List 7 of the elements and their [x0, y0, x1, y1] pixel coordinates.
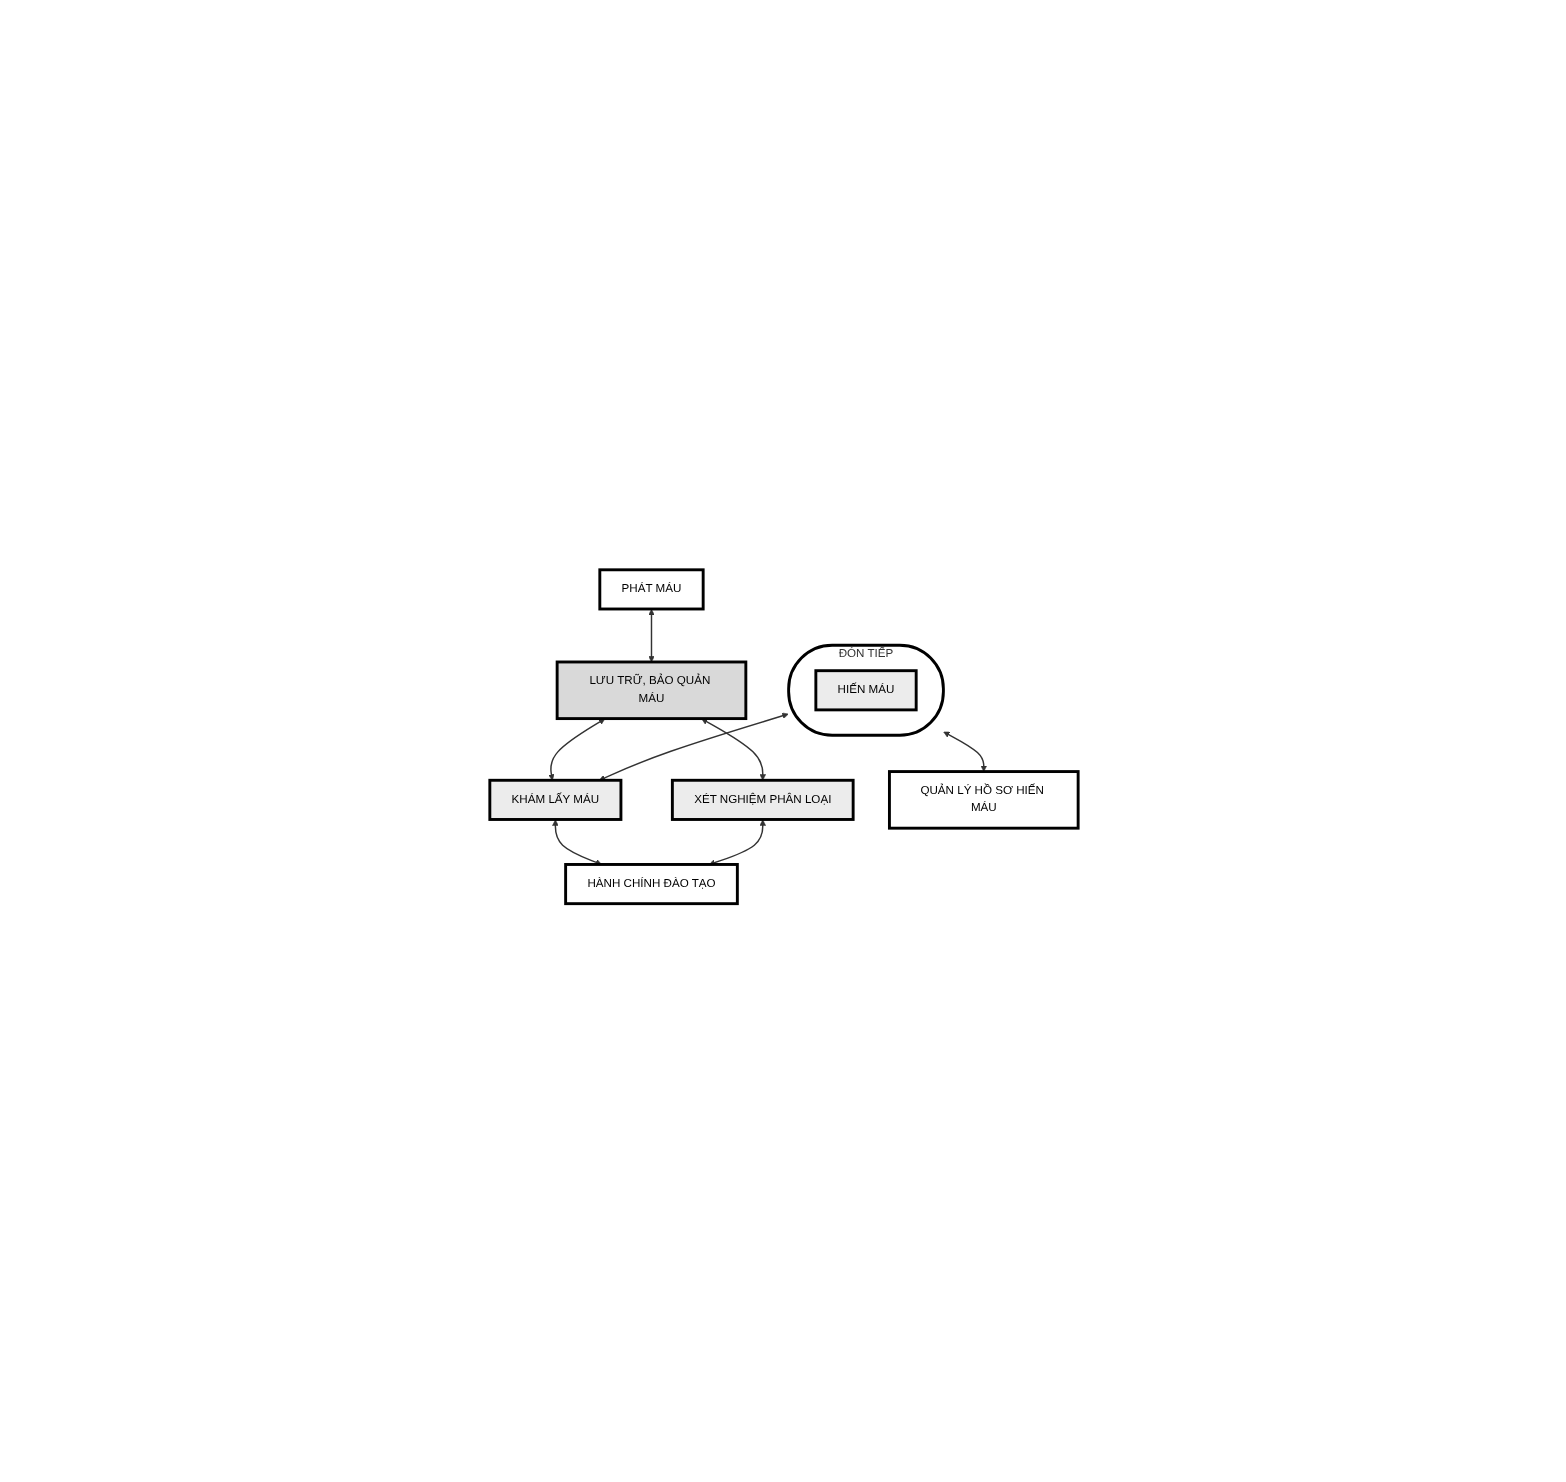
arrow — [597, 711, 788, 781]
arrow — [647, 608, 654, 662]
arrow — [700, 717, 765, 780]
arrow — [707, 818, 765, 865]
arrow — [547, 717, 605, 780]
arrow — [551, 818, 601, 865]
arrow — [942, 730, 986, 772]
